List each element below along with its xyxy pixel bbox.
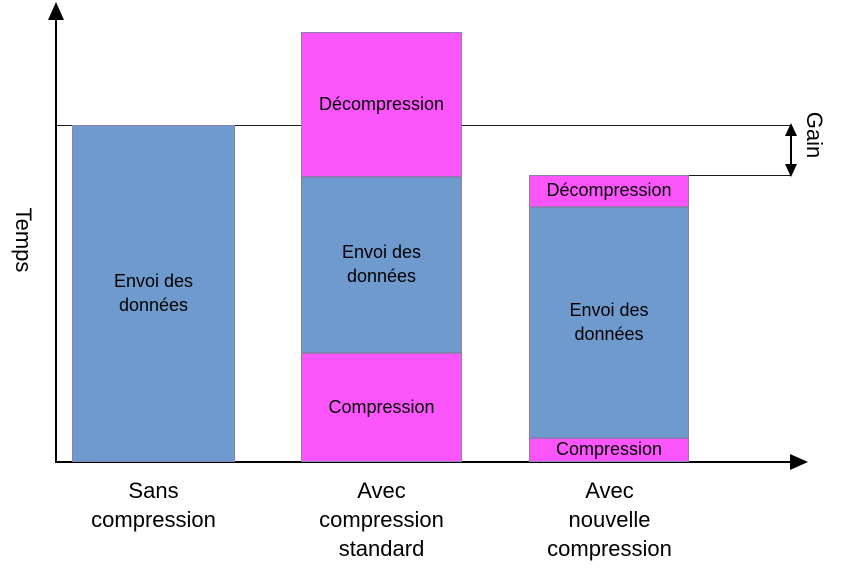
bar-3-segment-decompression: Décompression — [529, 175, 689, 207]
segment-label: Compression — [555, 439, 663, 460]
category-label-1: Sans compression — [91, 478, 216, 533]
bar-2-segment-decompression: Décompression — [301, 32, 462, 177]
segment-label: Envoi des données — [113, 270, 194, 315]
y-axis-arrow-icon — [48, 2, 64, 20]
segment-label: Décompression — [318, 93, 445, 114]
y-axis-line — [55, 14, 57, 463]
bar-1-segment-envoi: Envoi des données — [72, 125, 235, 462]
segment-label: Envoi des données — [341, 242, 422, 286]
reference-line-gain — [689, 175, 791, 176]
category-label-2: Avec compression standard — [319, 478, 444, 562]
bar-2-segment-compression: Compression — [301, 353, 462, 462]
bar-3-segment-envoi: Envoi des données — [529, 207, 689, 438]
x-axis-arrow-icon — [790, 454, 808, 470]
gain-label: Gain — [802, 111, 827, 159]
segment-label: Compression — [328, 396, 435, 417]
segment-label: Envoi des données — [569, 299, 649, 344]
category-label-3: Avec nouvelle compression — [547, 478, 672, 562]
gain-arrow-down-icon — [785, 164, 797, 177]
y-axis-title: Temps — [11, 207, 36, 273]
bar-3-segment-compression: Compression — [529, 438, 689, 462]
gain-arrow-up-icon — [785, 123, 797, 136]
segment-label: Décompression — [546, 180, 672, 201]
x-axis-line — [55, 461, 793, 463]
gain-arrow-shaft — [790, 125, 792, 175]
bar-2-segment-envoi: Envoi des données — [301, 177, 462, 353]
